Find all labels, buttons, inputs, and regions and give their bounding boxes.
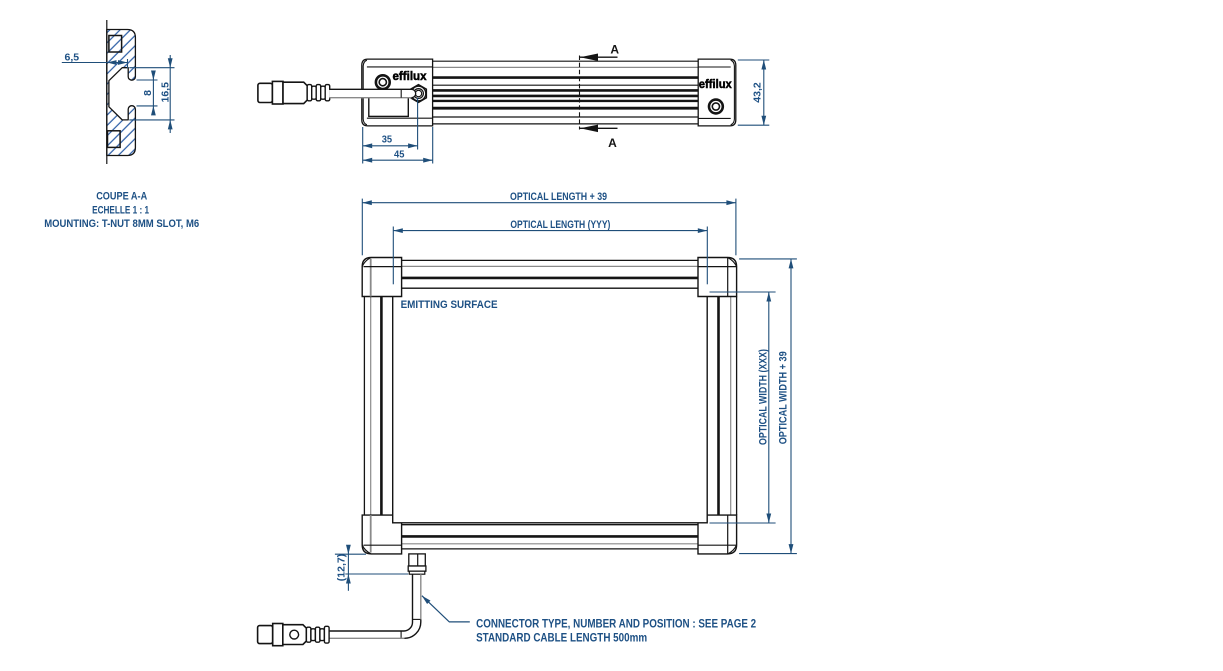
svg-text:ECHELLE 1 : 1: ECHELLE 1 : 1: [92, 204, 149, 216]
svg-text:CONNECTOR TYPE, NUMBER AND POS: CONNECTOR TYPE, NUMBER AND POSITION : SE…: [476, 619, 756, 631]
svg-text:effilux: effilux: [699, 79, 733, 91]
svg-text:OPTICAL LENGTH (YYY): OPTICAL LENGTH (YYY): [510, 219, 610, 231]
svg-text:A: A: [610, 43, 619, 57]
svg-text:EMITTING SURFACE: EMITTING SURFACE: [401, 299, 498, 311]
svg-text:8: 8: [142, 90, 154, 96]
svg-text:OPTICAL WIDTH (XXX): OPTICAL WIDTH (XXX): [758, 349, 770, 445]
svg-text:45: 45: [394, 149, 405, 161]
svg-text:STANDARD CABLE LENGTH 500mm: STANDARD CABLE LENGTH 500mm: [476, 632, 647, 644]
svg-text:16,5: 16,5: [160, 82, 172, 103]
svg-text:6,5: 6,5: [64, 51, 79, 63]
svg-text:COUPE A-A: COUPE A-A: [96, 191, 147, 203]
svg-text:MOUNTING: T-NUT 8MM SLOT, M6: MOUNTING: T-NUT 8MM SLOT, M6: [44, 218, 199, 230]
svg-text:effilux: effilux: [393, 71, 428, 83]
svg-text:35: 35: [382, 134, 393, 146]
svg-text:A: A: [608, 136, 617, 150]
svg-text:43,2: 43,2: [751, 82, 763, 103]
svg-text:OPTICAL LENGTH + 39: OPTICAL LENGTH + 39: [510, 191, 607, 203]
svg-text:OPTICAL WIDTH + 39: OPTICAL WIDTH + 39: [778, 351, 790, 444]
svg-text:(12,7): (12,7): [336, 554, 348, 581]
